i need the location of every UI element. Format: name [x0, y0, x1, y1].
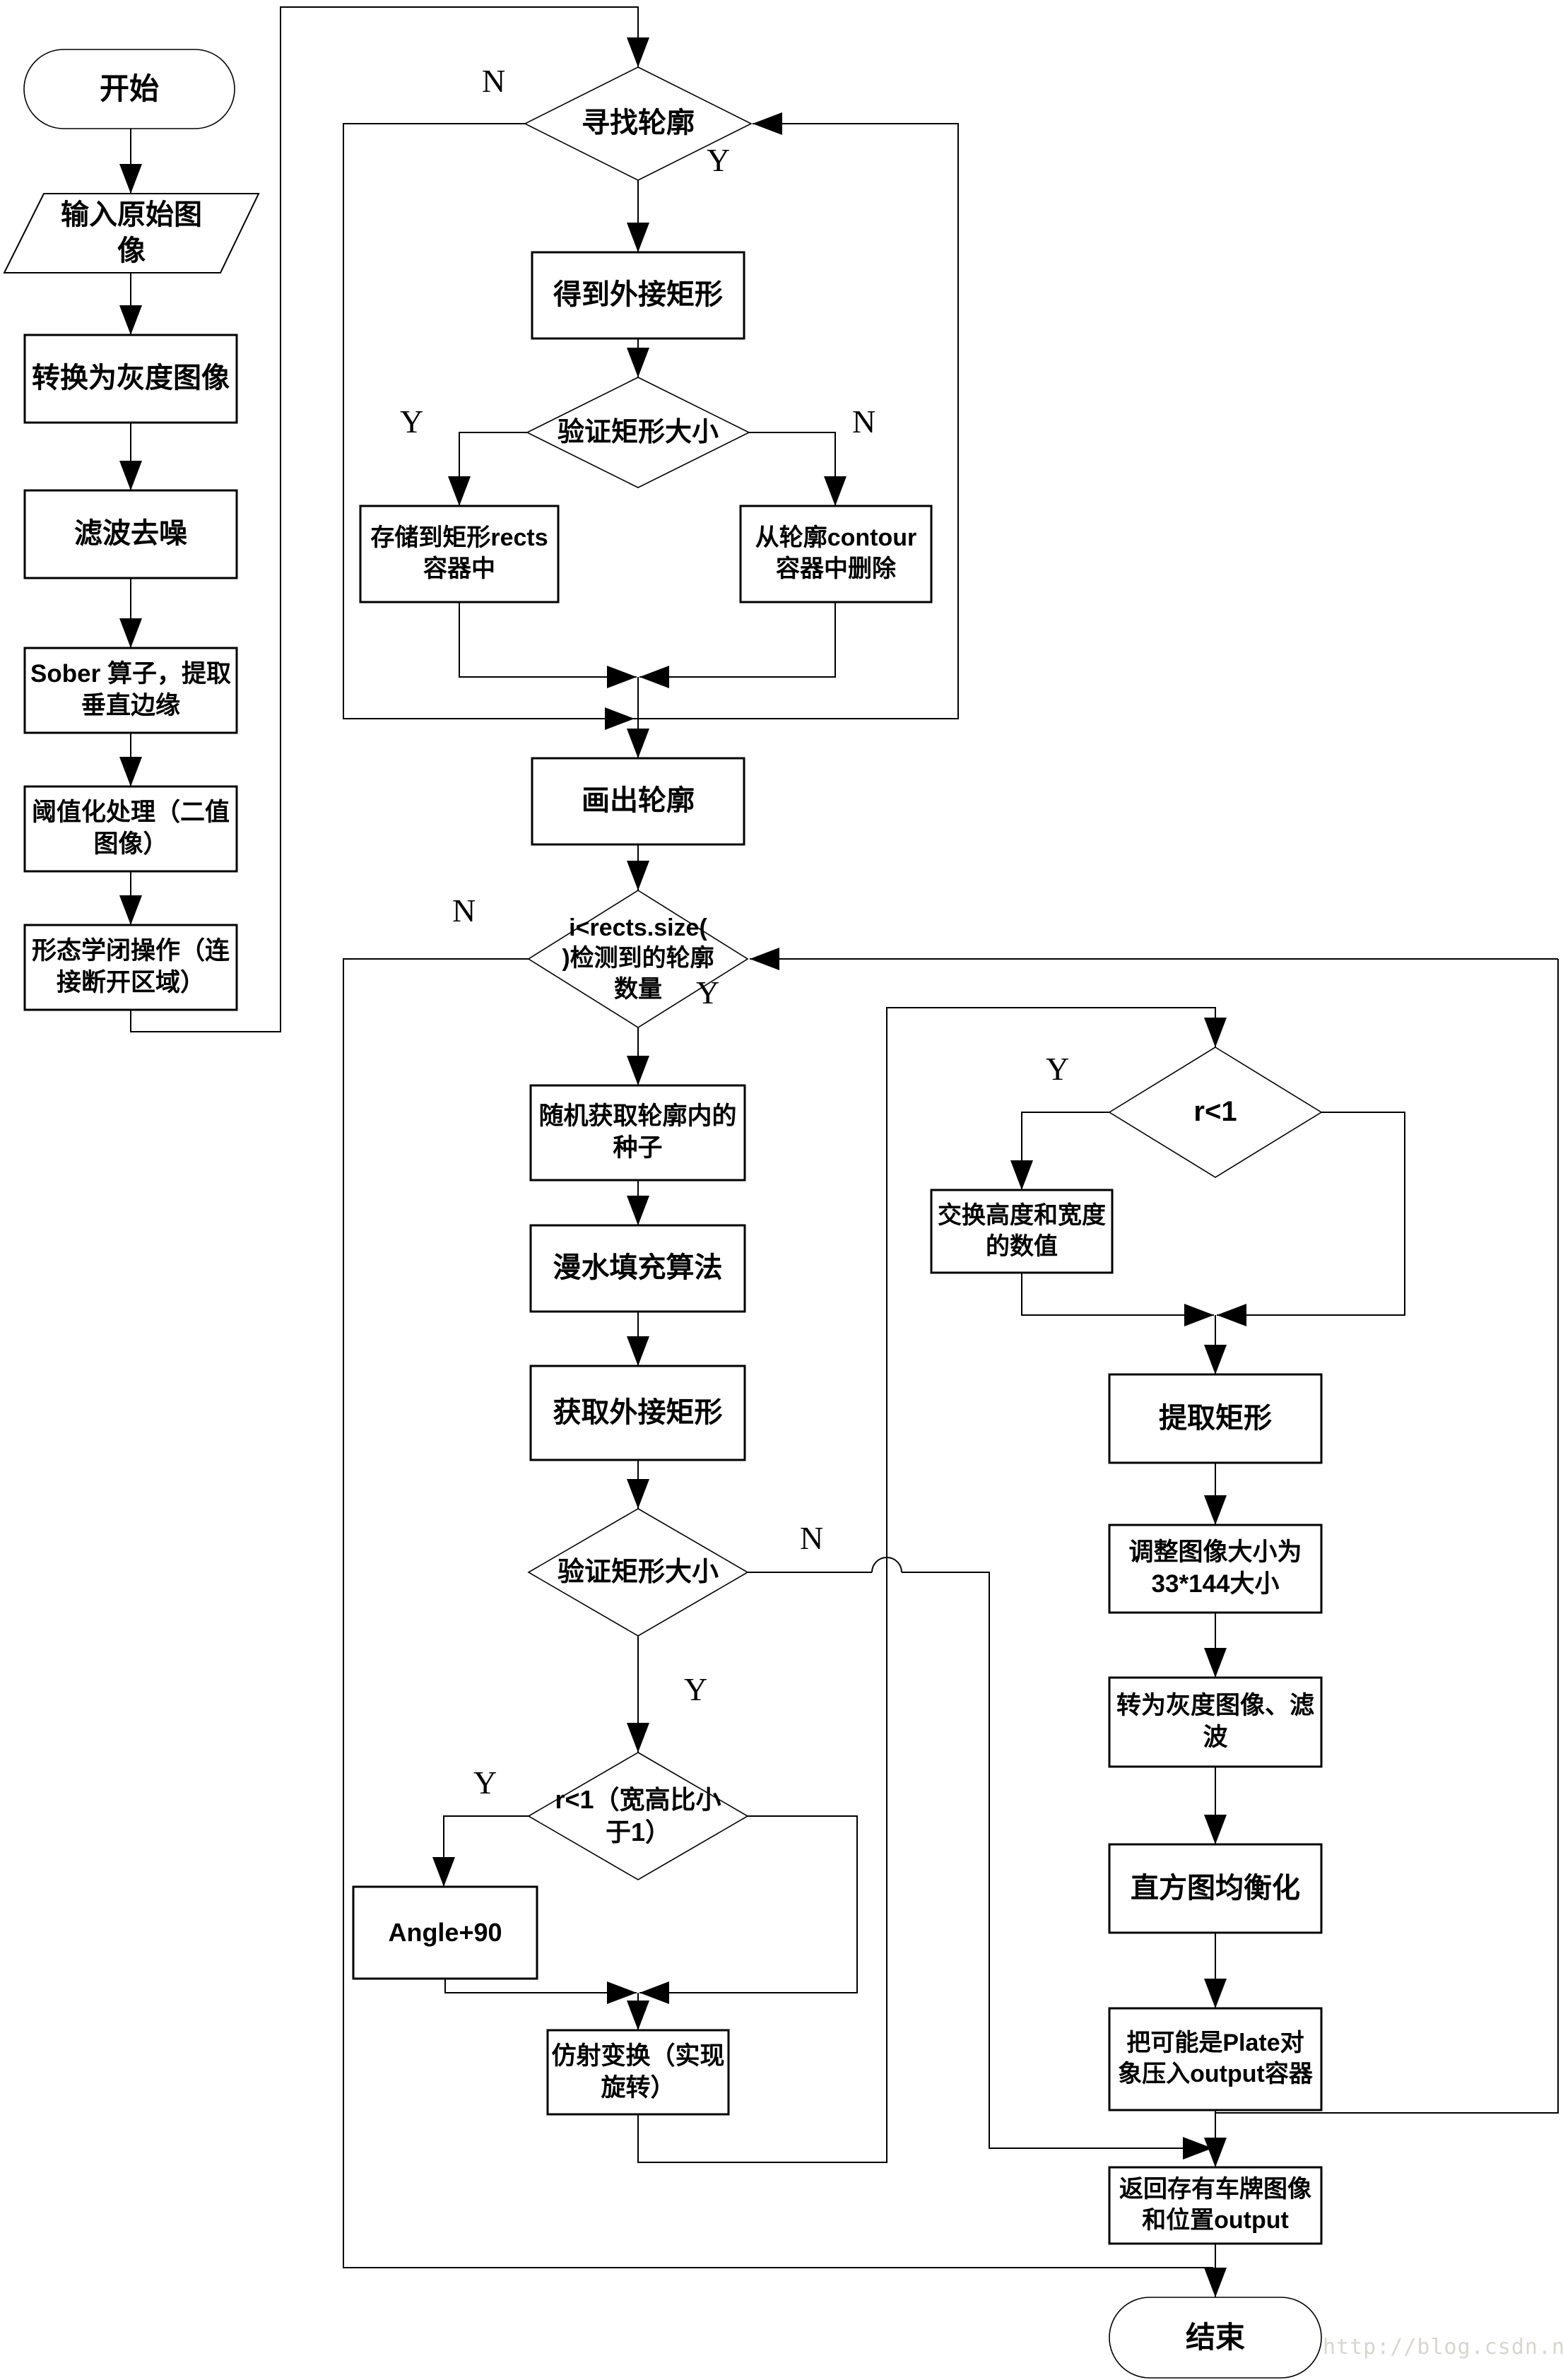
arrowhead-down-18 — [432, 1857, 455, 1887]
arrowhead-right-30 — [607, 666, 637, 688]
arrowhead-right-33 — [1183, 2137, 1213, 2160]
node-shape-extract-rect — [1108, 1373, 1323, 1464]
node-shape-store-rects — [359, 505, 560, 603]
edge-morphology-to-find-contour — [130, 6, 639, 1032]
arrowhead-down-10 — [824, 476, 847, 506]
node-shape-resize-image — [1108, 1524, 1323, 1614]
edge-verify2-n-b — [902, 1572, 1213, 2149]
node-shape-random-seed — [529, 1084, 746, 1182]
edge-verify1-y — [459, 432, 527, 506]
arrowhead-right-31 — [607, 1981, 637, 2004]
arrowhead-down-23 — [1204, 1495, 1227, 1525]
arrowhead-down-19 — [627, 2001, 649, 2030]
edge-ratio2-n — [1217, 1112, 1405, 1316]
node-shape-find-contour — [524, 66, 753, 181]
node-shape-loop-rects — [527, 890, 749, 1028]
node-shape-push-plate-output — [1108, 2007, 1323, 2111]
node-shape-verify-rect-size-2 — [527, 1508, 749, 1637]
node-shape-angle-plus-90 — [352, 1885, 538, 1980]
arrowhead-down-8 — [627, 348, 649, 377]
node-shape-get-bounding-rect-2 — [529, 1365, 746, 1461]
node-shape-draw-contour — [531, 757, 745, 846]
node-shape-to-gray — [23, 334, 238, 424]
node-shape-denoise — [23, 489, 238, 579]
node-shape-swap-width-height — [930, 1189, 1114, 1274]
arrowhead-down-28 — [1204, 2268, 1227, 2297]
arrowhead-down-1 — [119, 305, 142, 335]
arrowhead-down-13 — [627, 1056, 649, 1085]
node-shape-threshold — [23, 785, 238, 873]
arrowhead-down-7 — [627, 223, 649, 252]
arrowhead-down-27 — [1204, 2138, 1227, 2167]
arrowhead-down-15 — [627, 1336, 649, 1366]
node-shape-affine-transform — [546, 2029, 730, 2116]
edge-ratio1-y — [443, 1815, 529, 1887]
node-shape-verify-rect-size-1 — [526, 377, 750, 488]
edge-delete-out — [639, 602, 836, 678]
arrowhead-left-35 — [750, 948, 779, 970]
arrowhead-down-0 — [119, 164, 142, 194]
arrowhead-down-5 — [119, 895, 142, 925]
arrowhead-down-2 — [119, 461, 142, 490]
node-shape-delete-contour — [739, 505, 933, 603]
arrowhead-down-4 — [119, 757, 142, 787]
arrowhead-right-29 — [605, 707, 635, 730]
node-shape-ratio-check-1 — [527, 1752, 749, 1880]
edge-push-loop-back — [1215, 959, 1559, 2114]
arrowhead-down-20 — [1204, 1018, 1227, 1047]
edge-affine-out-to-ratio2 — [637, 1007, 1216, 2163]
node-shape-get-bounding-rect — [531, 251, 745, 340]
node-shape-input-image — [3, 193, 260, 273]
edge-verify1-n — [749, 432, 836, 506]
arrowhead-down-14 — [627, 1196, 649, 1225]
edge-ratio1-n — [639, 1815, 858, 1993]
arrowhead-down-21 — [1010, 1160, 1033, 1190]
arrowhead-right-32 — [1184, 1304, 1214, 1326]
arrowhead-left-36 — [639, 666, 669, 688]
arrowhead-down-11 — [627, 729, 649, 758]
edge-angle-out — [444, 1979, 637, 1993]
arrowhead-down-26 — [1204, 1979, 1227, 2008]
arrowhead-down-24 — [1204, 1648, 1227, 1678]
edge-ratio2-y — [1021, 1112, 1109, 1190]
node-shape-sobel — [23, 647, 238, 734]
arrowhead-down-17 — [627, 1723, 649, 1752]
edge-swap-out — [1021, 1273, 1214, 1316]
arrowhead-down-12 — [627, 861, 649, 890]
arrowhead-down-16 — [627, 1479, 649, 1509]
edge-jump-arc — [871, 1557, 902, 1573]
node-shape-floodfill — [529, 1224, 746, 1313]
node-shape-end — [1109, 2297, 1322, 2379]
arrowhead-left-38 — [1217, 1304, 1246, 1326]
arrowhead-down-22 — [1204, 1345, 1227, 1374]
node-shape-start — [23, 49, 235, 129]
arrowhead-down-9 — [448, 476, 471, 506]
node-shape-histogram-eq — [1108, 1843, 1323, 1934]
arrowhead-down-25 — [1204, 1815, 1227, 1844]
arrowhead-down-6 — [627, 37, 649, 67]
node-shape-ratio-check-2 — [1108, 1047, 1323, 1178]
node-shape-to-gray-filter — [1108, 1676, 1323, 1768]
arrowhead-left-34 — [753, 112, 782, 135]
edge-loop-n-exit — [343, 958, 1213, 2268]
edge-find-contour-loop-rect — [343, 123, 959, 719]
edge-store-out — [459, 602, 637, 678]
arrowhead-down-3 — [119, 618, 142, 648]
arrowhead-left-37 — [639, 1981, 669, 2004]
node-shape-morphology — [23, 924, 238, 1011]
node-shape-return-output — [1108, 2166, 1323, 2245]
